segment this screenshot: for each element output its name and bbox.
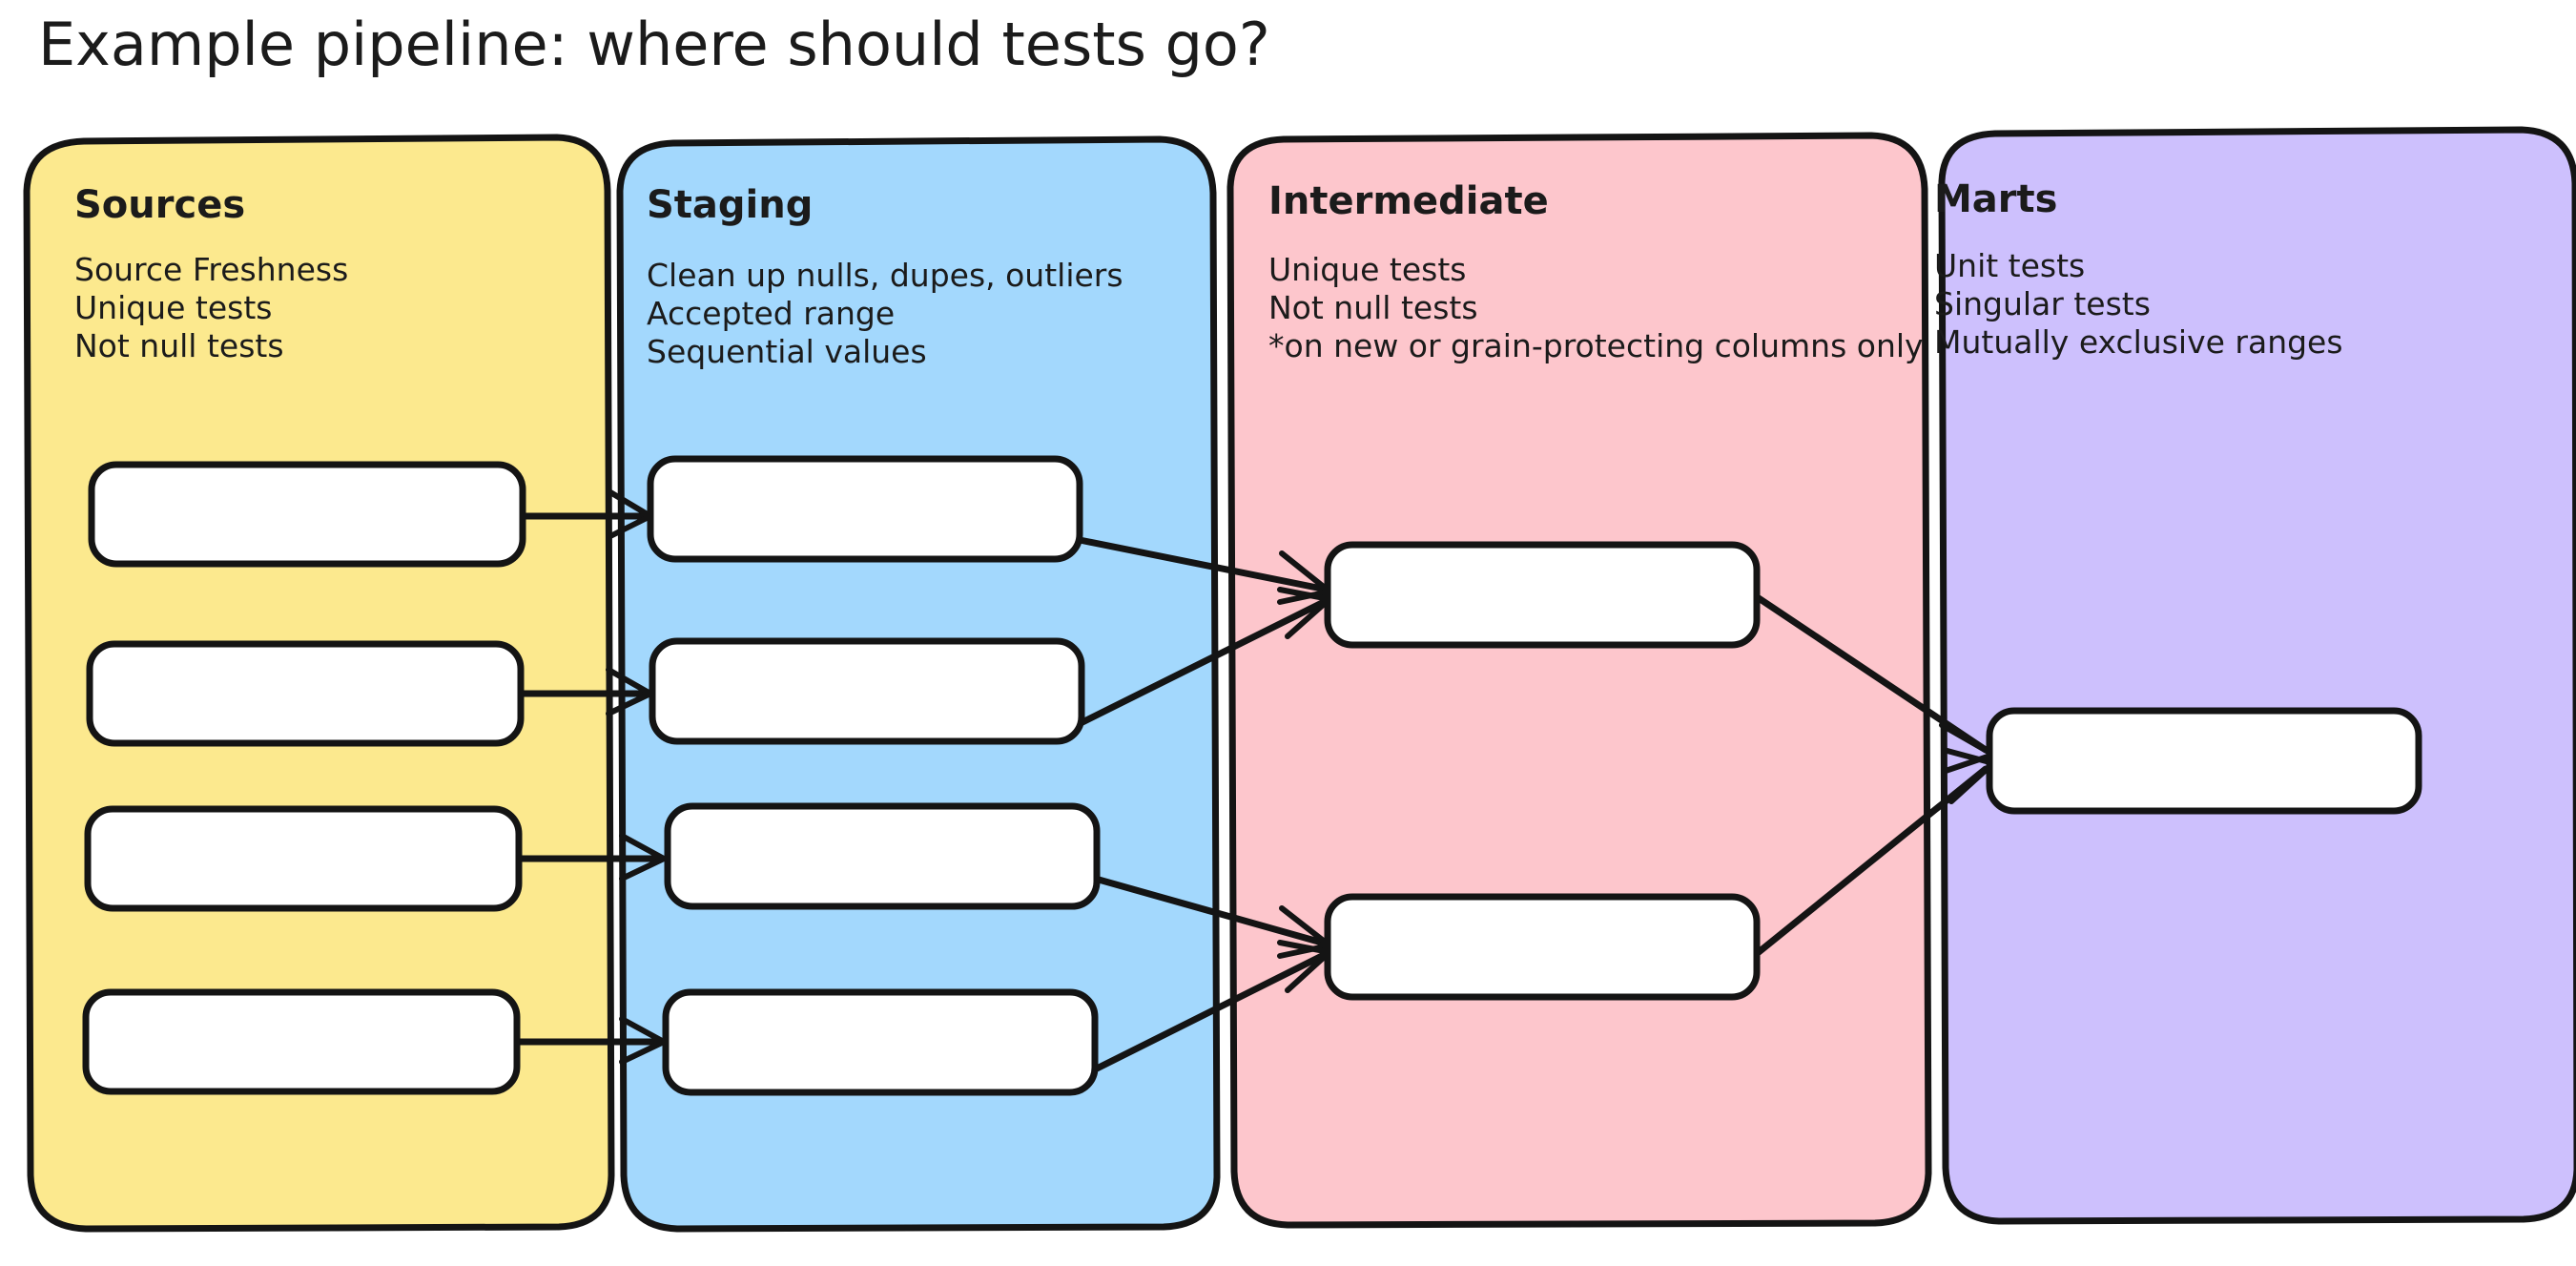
column-text-sources: Sources Source Freshness Unique tests No… — [74, 183, 348, 364]
nodes-intermediate — [1324, 541, 1761, 1001]
sources-node-2[interactable] — [86, 640, 525, 747]
column-title-sources: Sources — [74, 183, 245, 227]
column-line-sources-1: Source Freshness — [74, 251, 348, 288]
column-text-staging: Staging Clean up nulls, dupes, outliers … — [647, 183, 1123, 370]
nodes-marts — [1986, 707, 2422, 815]
column-line-sources-2: Unique tests — [74, 289, 272, 326]
nodes-staging — [647, 455, 1101, 1096]
column-panel-marts — [1938, 126, 2576, 1225]
column-line-intermediate-3: *on new or grain-protecting columns only — [1268, 327, 1924, 364]
column-line-intermediate-2: Not null tests — [1268, 289, 1478, 326]
sources-node-3[interactable] — [84, 805, 523, 912]
marts-node-1[interactable] — [1986, 707, 2422, 815]
sources-node-1[interactable] — [88, 461, 526, 568]
column-title-intermediate: Intermediate — [1268, 179, 1549, 223]
column-line-staging-2: Accepted range — [647, 295, 895, 332]
column-text-intermediate: Intermediate Unique tests Not null tests… — [1268, 179, 1924, 364]
staging-node-4[interactable] — [662, 988, 1099, 1096]
column-line-staging-1: Clean up nulls, dupes, outliers — [647, 257, 1123, 294]
column-line-staging-3: Sequential values — [647, 333, 927, 370]
staging-node-3[interactable] — [664, 802, 1101, 910]
column-line-marts-2: Singular tests — [1934, 285, 2151, 322]
column-line-intermediate-1: Unique tests — [1268, 251, 1466, 288]
column-line-sources-3: Not null tests — [74, 327, 284, 364]
column-title-marts: Marts — [1934, 177, 2057, 221]
sources-node-4[interactable] — [82, 988, 521, 1095]
nodes-sources — [82, 461, 526, 1095]
intermediate-node-2[interactable] — [1324, 893, 1761, 1001]
page-title: Example pipeline: where should tests go? — [38, 10, 1270, 79]
intermediate-node-1[interactable] — [1324, 541, 1761, 649]
column-title-staging: Staging — [647, 183, 813, 227]
column-line-marts-3: Mutually exclusive ranges — [1934, 323, 2343, 361]
staging-node-2[interactable] — [649, 637, 1085, 745]
column-line-marts-1: Unit tests — [1934, 247, 2085, 284]
edge-sources3-staging3 — [513, 833, 667, 882]
staging-node-1[interactable] — [647, 455, 1083, 563]
column-text-marts: Marts Unit tests Singular tests Mutually… — [1934, 177, 2343, 361]
